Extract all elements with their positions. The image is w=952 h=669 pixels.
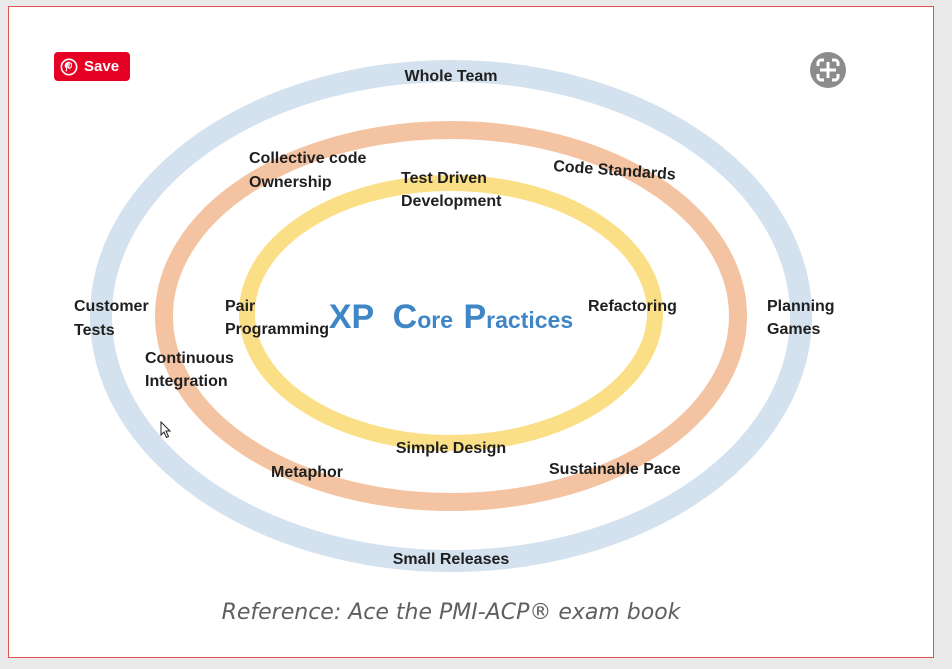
- middle-ring: [155, 121, 747, 511]
- label-planning-games-1: Planning: [767, 298, 835, 315]
- label-test-driven-development-1: Test Driven: [401, 170, 487, 187]
- label-collective-code-ownership-1: Collective code: [249, 150, 366, 167]
- label-customer-tests-2: Tests: [74, 322, 115, 339]
- center-title: XP Core Practices: [329, 298, 573, 336]
- mouse-cursor-icon: [160, 421, 172, 439]
- label-simple-design: Simple Design: [396, 440, 506, 457]
- label-collective-code-ownership-2: Ownership: [249, 174, 332, 191]
- label-small-releases: Small Releases: [393, 551, 510, 568]
- label-continuous-integration-1: Continuous: [145, 350, 234, 367]
- label-metaphor: Metaphor: [271, 464, 343, 481]
- label-refactoring: Refactoring: [588, 298, 677, 315]
- reference-caption: Reference: Ace the PMI-ACP® exam book: [221, 600, 681, 625]
- pinterest-save-button[interactable]: Save: [54, 52, 130, 81]
- inner-ring: [239, 175, 663, 451]
- pinterest-icon: [60, 58, 78, 75]
- save-button-label: Save: [84, 58, 120, 75]
- outer-ring: [90, 60, 812, 572]
- label-pair-programming-1: Pair: [225, 298, 255, 315]
- label-continuous-integration-2: Integration: [145, 373, 228, 390]
- label-code-standards: Code Standards: [553, 158, 677, 184]
- label-customer-tests-1: Customer: [74, 298, 149, 315]
- label-planning-games-2: Games: [767, 321, 820, 338]
- label-test-driven-development-2: Development: [401, 193, 502, 210]
- expand-icon[interactable]: [807, 49, 849, 91]
- label-pair-programming-2: Programming: [225, 321, 329, 338]
- label-sustainable-pace: Sustainable Pace: [549, 461, 681, 478]
- label-whole-team: Whole Team: [404, 68, 497, 85]
